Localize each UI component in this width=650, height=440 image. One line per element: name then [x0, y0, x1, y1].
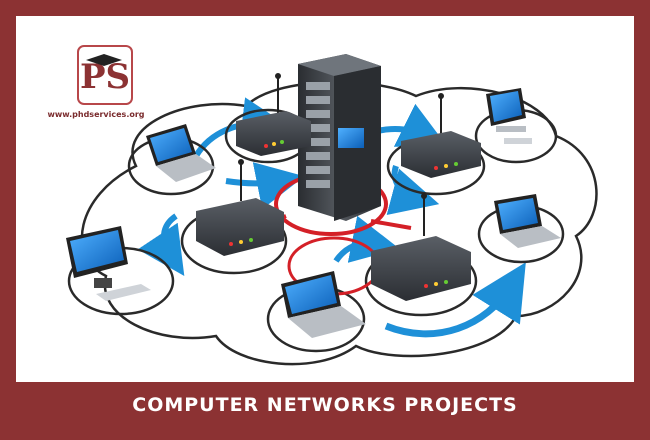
desktop-monitor-icon	[66, 226, 151, 301]
server-rack-icon	[298, 54, 381, 221]
router-icon	[236, 73, 311, 156]
arrow-arc	[384, 262, 526, 338]
laptop-icon	[146, 124, 216, 182]
arrow-arc	[225, 162, 305, 210]
page-title: COMPUTER NETWORKS PROJECTS	[132, 394, 518, 416]
arrow-arc	[137, 213, 185, 276]
logo-url: www.phdservices.org	[47, 110, 145, 119]
router-icon	[371, 193, 471, 301]
illustration-frame: PS www.phdservices.org	[16, 16, 634, 382]
laptop-icon	[494, 194, 561, 248]
arrow-arc	[386, 165, 440, 215]
router-icon	[401, 93, 481, 178]
router-icon	[196, 159, 284, 256]
laptop-icon	[281, 271, 366, 338]
network-illustration: PS	[66, 45, 598, 366]
logo-icon: PS	[77, 45, 133, 105]
arrow-arc	[333, 215, 400, 263]
laptop-icon	[486, 88, 532, 144]
